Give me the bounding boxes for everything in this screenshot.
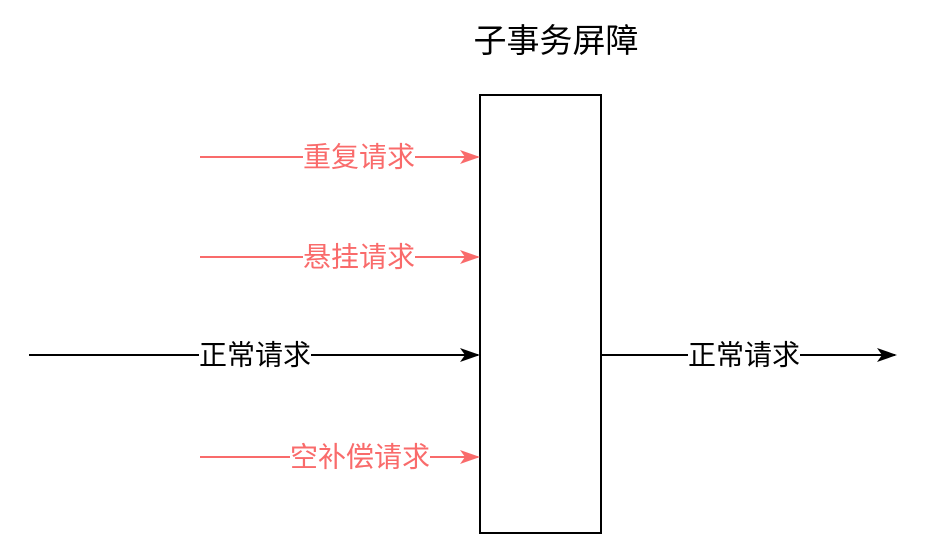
arrow-label-duplicate-request: 重复请求 (303, 142, 415, 173)
diagram-title: 子事务屏障 (474, 22, 639, 59)
arrow-label-suspend-request: 悬挂请求 (303, 242, 415, 273)
arrow-label-empty-compensation-request: 空补偿请求 (290, 442, 430, 473)
arrow-label-normal-request-out: 正常请求 (688, 340, 800, 371)
arrow-label-normal-request-in: 正常请求 (199, 340, 311, 371)
arrow-duplicate-request: 重复请求 (200, 142, 480, 173)
barrier-box (479, 94, 602, 534)
arrow-suspend-request: 悬挂请求 (200, 242, 480, 273)
arrow-normal-request-out: 正常请求 (601, 340, 897, 371)
arrow-normal-request-in: 正常请求 (29, 340, 480, 371)
arrow-empty-compensation-request: 空补偿请求 (200, 442, 480, 473)
